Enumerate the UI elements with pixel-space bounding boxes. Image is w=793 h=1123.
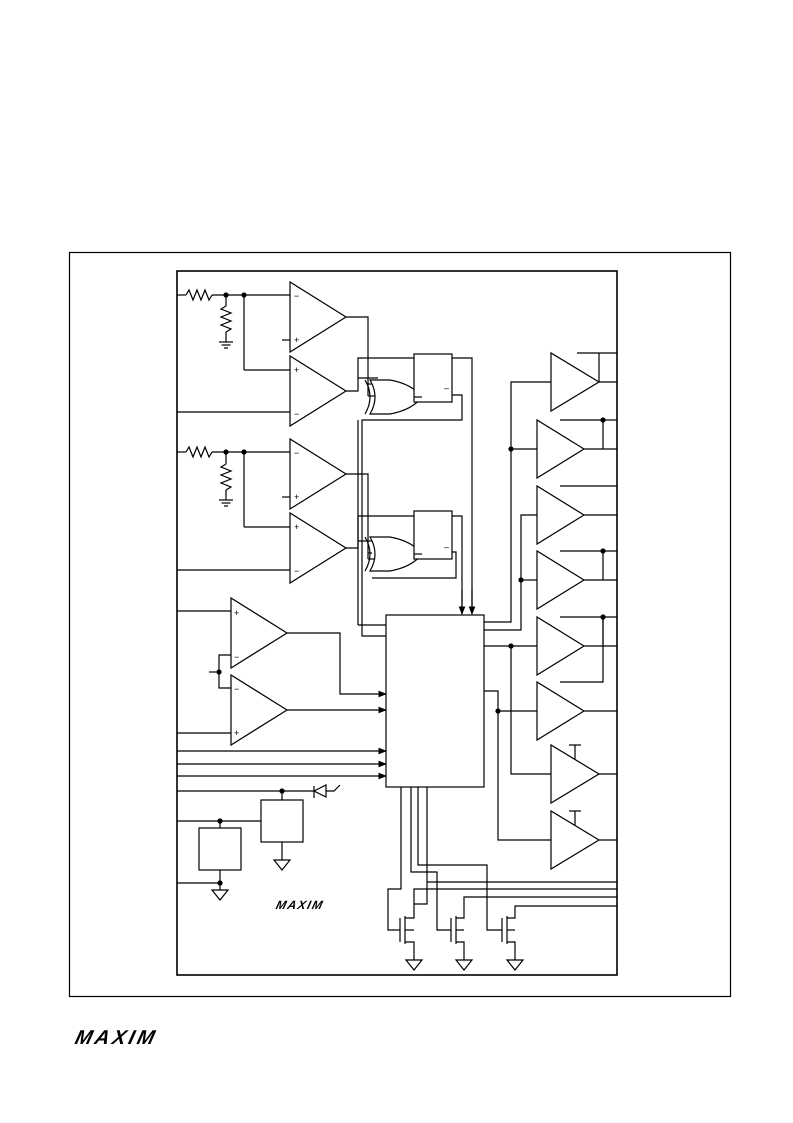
latch-1-bar: –: [444, 383, 449, 393]
output-driver-6: [484, 617, 617, 742]
chip-logo: MAXIM: [275, 898, 326, 912]
channel-1-input: [177, 288, 290, 413]
mosfet-3-ground: [506, 959, 524, 971]
output-driver-4: [518, 548, 617, 611]
minus-sign: −: [294, 409, 299, 419]
channel-2-input: [177, 445, 290, 571]
ic-package-outline: [176, 270, 618, 976]
control-logic-block: [385, 614, 485, 788]
svg-text:MAXIM: MAXIM: [275, 898, 326, 912]
comparator-1b: + −: [289, 354, 348, 428]
minus-sign: −: [234, 684, 239, 694]
comparator-3a: + −: [230, 596, 289, 670]
plus-sign: +: [294, 492, 299, 502]
plus-sign: +: [294, 522, 299, 532]
plus-sign: +: [294, 335, 299, 345]
minus-sign: −: [294, 566, 299, 576]
comparator-1a: − +: [289, 280, 348, 354]
divider-resistor-2: [219, 463, 233, 491]
figure-border: [68, 251, 732, 998]
comparator-3b: − +: [230, 673, 289, 747]
ground-symbol-1: [218, 341, 234, 349]
output-driver-8: [497, 711, 617, 871]
latch-2: [413, 510, 453, 560]
minus-sign: −: [234, 652, 239, 662]
input-resistor-1: [185, 288, 213, 302]
power-section: [177, 784, 341, 901]
input-resistor-2: [185, 445, 213, 459]
reference-block: [198, 827, 242, 871]
latch-1: [413, 353, 453, 403]
plus-sign: +: [294, 365, 299, 375]
plus-sign: +: [234, 728, 239, 738]
comparator-2a: − +: [289, 437, 348, 511]
mosfet-1-ground: [405, 959, 423, 971]
ground-symbol-2: [218, 499, 234, 507]
mosfet-2: [410, 787, 617, 971]
mosfet-1: [387, 787, 428, 971]
minus-sign: −: [294, 448, 299, 458]
svg-text:MAXIM: MAXIM: [73, 1027, 160, 1049]
ground-arrow-regulator: [273, 859, 291, 871]
minus-sign: −: [294, 291, 299, 301]
diode: [312, 784, 327, 798]
ground-arrow-reference: [211, 889, 229, 901]
output-driver-7: [510, 646, 617, 805]
mosfet-2-ground: [455, 959, 473, 971]
output-driver-3: [484, 484, 617, 631]
regulator-block: [260, 799, 304, 843]
mosfet-3: [417, 787, 617, 971]
latch-2-bar: –: [444, 542, 449, 552]
divider-resistor-1: [219, 305, 233, 333]
maxim-brand-logo: MAXIM: [73, 1027, 160, 1049]
output-driver-1: [510, 351, 617, 449]
plus-sign: +: [234, 608, 239, 618]
output-driver-2: [508, 417, 617, 480]
comparator-2b: + −: [289, 511, 348, 585]
